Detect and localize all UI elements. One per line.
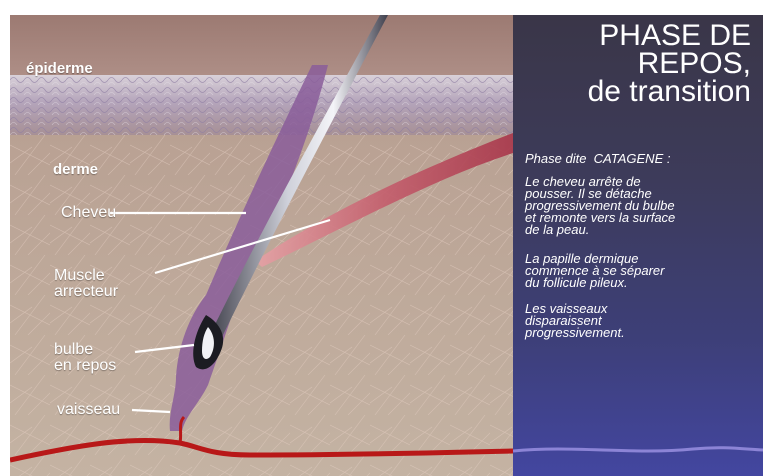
paragraph-line: progressivement.	[525, 326, 625, 339]
title-line-2: REPOS,	[638, 51, 751, 77]
epidermis-texture	[10, 75, 513, 137]
label-bulb: bulbe en repos	[54, 342, 116, 374]
label-dermis: derme	[53, 162, 98, 178]
paragraph-line: du follicule pileux.	[525, 276, 628, 289]
label-epidermis: épiderme	[26, 61, 93, 77]
phase-heading: Phase dite CATAGENE :	[525, 152, 670, 165]
label-vessel: vaisseau	[57, 402, 120, 418]
title-line-3: de transition	[588, 79, 751, 105]
paragraph-line: de la peau.	[525, 223, 589, 236]
title-line-1: PHASE DE	[599, 23, 751, 49]
panel-vessel-line	[513, 435, 763, 465]
description-panel: PHASE DE REPOS, de transition Phase dite…	[513, 15, 763, 476]
label-muscle: Muscle arrecteur	[54, 268, 118, 300]
label-hair: Cheveu	[61, 205, 116, 221]
